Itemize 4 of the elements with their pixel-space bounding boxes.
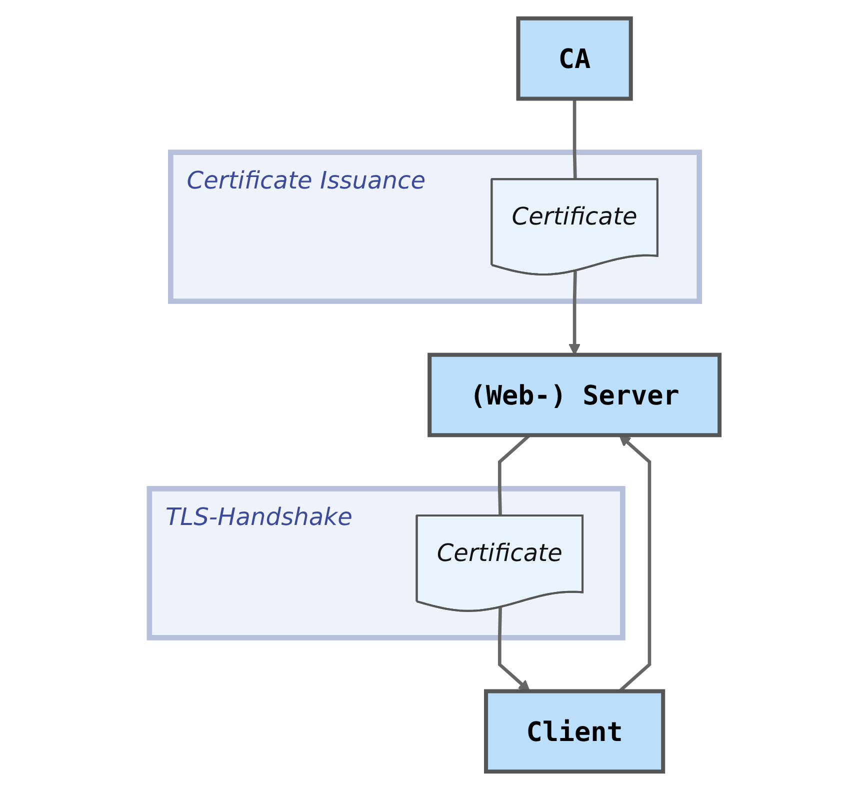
node-box: (Web-) Server [427,352,722,437]
node-box: CA [516,16,632,100]
node-box: Client [484,688,665,774]
connector [572,98,576,180]
